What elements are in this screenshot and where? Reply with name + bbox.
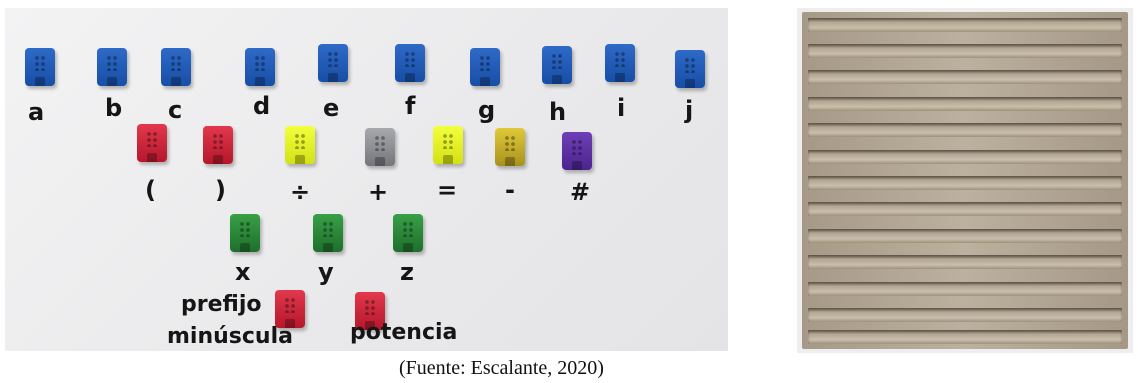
variable-label-x: x	[235, 258, 251, 286]
board-groove	[808, 229, 1122, 243]
braille-piece-prefijo-minuscula	[275, 290, 305, 328]
letter-label-f: f	[405, 92, 416, 120]
board-groove	[808, 44, 1122, 58]
board-groove	[808, 282, 1122, 296]
braille-piece-a	[25, 48, 55, 86]
symbol-label-minus: -	[505, 176, 515, 204]
letter-label-i: i	[617, 94, 626, 122]
grooved-board	[802, 12, 1128, 349]
braille-piece-d	[245, 48, 275, 86]
letter-label-a: a	[28, 98, 45, 126]
braille-piece-minus	[495, 128, 525, 166]
braille-piece-hash	[562, 132, 592, 170]
board-groove	[808, 123, 1122, 137]
braille-piece-c	[161, 48, 191, 86]
braille-piece-divide	[285, 126, 315, 164]
braille-piece-x	[230, 214, 260, 252]
braille-piece-y	[313, 214, 343, 252]
letter-label-j: j	[685, 96, 694, 124]
letter-label-e: e	[323, 94, 340, 122]
braille-piece-potencia	[355, 292, 385, 330]
prefijo-label: prefijo	[181, 292, 262, 317]
potencia-label: potencia	[350, 320, 458, 345]
symbol-label-close-paren: )	[215, 176, 226, 204]
letter-label-g: g	[478, 96, 496, 124]
variable-label-y: y	[318, 258, 334, 286]
braille-piece-j	[675, 50, 705, 88]
symbol-label-hash: #	[570, 178, 591, 206]
braille-piece-f	[395, 44, 425, 82]
braille-piece-open-paren	[137, 124, 167, 162]
grooved-board-photo	[797, 8, 1133, 353]
braille-piece-equals	[433, 126, 463, 164]
image-caption: (Fuente: Escalante, 2020)	[399, 357, 604, 379]
braille-pieces-photo: a b c d e f g h i j ( ) ÷ + = - # x y z …	[5, 8, 728, 351]
letter-label-h: h	[549, 98, 567, 126]
board-groove	[808, 18, 1122, 32]
braille-piece-i	[605, 44, 635, 82]
board-groove	[808, 97, 1122, 111]
letter-label-b: b	[105, 94, 123, 122]
symbol-label-divide: ÷	[290, 178, 311, 206]
letter-label-d: d	[253, 92, 271, 120]
board-groove	[808, 255, 1122, 269]
symbol-label-plus: +	[368, 178, 389, 206]
minuscula-label: minúscula	[167, 324, 293, 349]
braille-piece-e	[318, 44, 348, 82]
board-groove	[808, 330, 1122, 344]
board-groove	[808, 202, 1122, 216]
board-groove	[808, 70, 1122, 84]
braille-piece-b	[97, 48, 127, 86]
board-groove	[808, 150, 1122, 164]
board-groove	[808, 308, 1122, 322]
board-groove	[808, 176, 1122, 190]
braille-piece-g	[470, 48, 500, 86]
braille-piece-z	[393, 214, 423, 252]
braille-piece-close-paren	[203, 126, 233, 164]
letter-label-c: c	[168, 96, 183, 124]
symbol-label-open-paren: (	[145, 176, 156, 204]
variable-label-z: z	[400, 258, 414, 286]
braille-piece-plus	[365, 128, 395, 166]
symbol-label-equals: =	[437, 176, 458, 204]
braille-piece-h	[542, 46, 572, 84]
